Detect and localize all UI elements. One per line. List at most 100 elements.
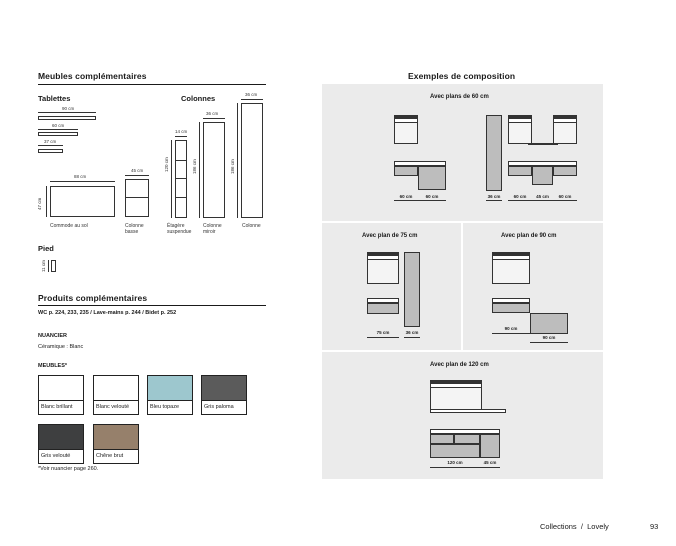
swatch-blanc-veloute: Blanc velouté xyxy=(93,375,139,415)
panel-title: Avec plan de 75 cm xyxy=(362,233,418,239)
dim-label: 37 cm xyxy=(44,139,57,144)
etagere-label: Étagère suspendue xyxy=(167,223,192,235)
drawer xyxy=(480,434,500,458)
swatch-name: Gris velouté xyxy=(39,449,83,463)
colonne-shape xyxy=(241,103,263,218)
nuancier-title: NUANCIER xyxy=(38,333,68,339)
swatch-blanc-brillant: Blanc brillant xyxy=(38,375,84,415)
dim-label: 88 cm xyxy=(74,174,87,179)
dim-label: 47 cm xyxy=(37,197,42,210)
vanity-top xyxy=(394,161,446,166)
drawer xyxy=(508,166,532,176)
colonne-miroir-label: Colonne miroir xyxy=(203,223,222,235)
footer-breadcrumb: Collections / Lovely xyxy=(540,522,609,531)
colonne-basse-shape xyxy=(125,179,149,217)
dim-label: 186 cm xyxy=(192,159,197,174)
swatch-gris-veloute: Gris velouté xyxy=(38,424,84,464)
section-title-meubles: Meubles complémentaires xyxy=(38,71,147,81)
panel-title: Avec plan de 90 cm xyxy=(501,233,557,239)
panel-plan-75: Avec plan de 75 cm 75 cm 36 cm xyxy=(322,223,461,350)
tablettes-title: Tablettes xyxy=(38,94,71,103)
swatch-name: Gris paloma xyxy=(202,400,246,414)
dim-label: 120 cm xyxy=(447,460,463,465)
pied-shape xyxy=(51,260,56,272)
pied-title: Pied xyxy=(38,244,54,253)
dim-label: 36 cm xyxy=(245,92,258,97)
mirror-cabinet xyxy=(367,252,399,284)
drawer xyxy=(530,313,568,334)
drawer xyxy=(492,303,530,313)
dim-label: 75 cm xyxy=(376,330,390,335)
divider xyxy=(38,305,266,306)
colonnes-title: Colonnes xyxy=(181,94,216,103)
mirror-cabinet xyxy=(508,115,532,144)
drawer xyxy=(430,444,480,458)
drawer xyxy=(394,166,418,176)
etagere-shape xyxy=(175,140,187,218)
colonne-miroir-shape xyxy=(203,122,225,218)
page-number: 93 xyxy=(650,522,659,531)
panel-title: Avec plans de 60 cm xyxy=(430,94,489,100)
dim-label: 45 cm xyxy=(131,168,144,173)
produits-title: Produits complémentaires xyxy=(38,293,148,303)
dim-label: 90 cm xyxy=(62,106,75,111)
dim-label: 60 cm xyxy=(425,194,439,199)
drawer xyxy=(532,166,553,185)
panel-plan-90: Avec plan de 90 cm 90 cm 90 cm xyxy=(463,223,603,350)
dim-label: 45 cm xyxy=(536,194,549,199)
meubles-title: MEUBLES* xyxy=(38,363,68,369)
dim-label: 186 cm xyxy=(230,159,235,174)
drawer xyxy=(454,434,480,444)
produits-refs: WC p. 224, 233, 235 / Lave-mains p. 244 … xyxy=(38,310,177,316)
mirror-cabinet xyxy=(394,115,418,144)
vanity-top xyxy=(367,298,399,303)
drawer xyxy=(553,166,577,176)
colonne-basse-label: Colonne basse xyxy=(125,223,144,235)
dim-label: 14 cm xyxy=(175,129,188,134)
dim-label: 90 cm xyxy=(504,326,518,331)
dim-label: 45 cm xyxy=(483,460,497,465)
drawer xyxy=(418,166,446,190)
swatch-bleu-topaze: Bleu topaze xyxy=(147,375,193,415)
dim-label: 11 cm xyxy=(41,260,46,272)
mirror-cabinet xyxy=(553,115,577,144)
swatch-name: Chêne brut xyxy=(94,449,138,463)
panel-plans-60: Avec plans de 60 cm 60 cm 60 cm 36 cm 60… xyxy=(322,84,603,221)
footnote: *Voir nuancier page 260. xyxy=(38,466,99,472)
dim-label: 60 cm xyxy=(399,194,413,199)
shelf-37 xyxy=(38,149,63,153)
shelf xyxy=(430,409,506,413)
dim-label: 90 cm xyxy=(542,335,556,340)
vanity-top xyxy=(508,161,577,166)
shelf-90 xyxy=(38,116,96,120)
dim-label: 36 cm xyxy=(206,111,219,116)
dim-label: 120 cm xyxy=(164,157,169,172)
vanity-top xyxy=(430,429,500,434)
mirror-cabinet xyxy=(492,252,530,284)
shelf-60 xyxy=(38,132,78,136)
swatch-name: Blanc velouté xyxy=(94,400,138,414)
commode-label: Commode au sol xyxy=(50,223,88,229)
dim-label: 60 cm xyxy=(52,123,65,128)
dim-label: 36 cm xyxy=(487,194,501,199)
dim-label: 36 cm xyxy=(405,330,419,335)
drawer xyxy=(430,434,454,444)
mirror-cabinet xyxy=(430,380,482,410)
panel-plan-120: Avec plan de 120 cm 120 cm 45 cm xyxy=(322,352,603,479)
panel-title: Avec plan de 120 cm xyxy=(430,362,489,368)
section-title-exemples: Exemples de composition xyxy=(408,71,516,81)
swatch-gris-paloma: Gris paloma xyxy=(201,375,247,415)
colonne-label: Colonne xyxy=(242,223,261,229)
vanity-top xyxy=(492,298,530,303)
dim-label: 60 cm xyxy=(513,194,527,199)
swatch-chene-brut: Chêne brut xyxy=(93,424,139,464)
commode-shape xyxy=(50,186,115,217)
column xyxy=(404,252,420,327)
dim-label: 60 cm xyxy=(558,194,572,199)
divider xyxy=(38,84,266,85)
drawer xyxy=(367,303,399,314)
column xyxy=(486,115,502,191)
swatch-name: Blanc brillant xyxy=(39,400,83,414)
ceramique-label: Céramique : Blanc xyxy=(38,344,84,350)
swatch-name: Bleu topaze xyxy=(148,400,192,414)
